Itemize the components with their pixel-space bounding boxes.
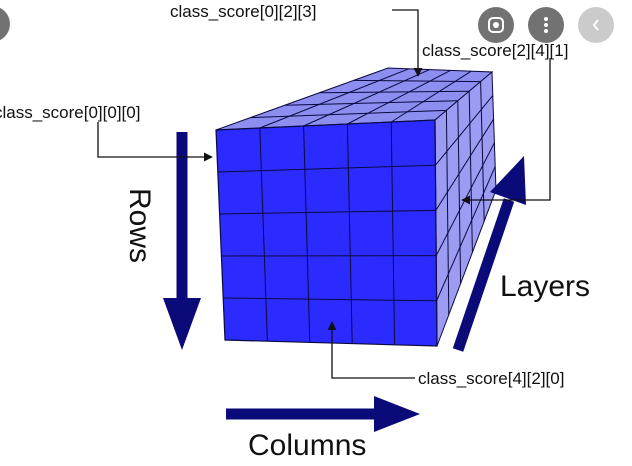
top-grid-line	[259, 68, 409, 129]
front-grid-line	[217, 164, 436, 173]
top-grid-line	[353, 79, 481, 83]
side-grid-line	[480, 81, 485, 222]
front-grid-line	[259, 127, 268, 342]
top-index-label: class_score[0][2][3]	[170, 2, 316, 21]
front-grid-line	[390, 121, 396, 345]
right-index-label: class_score[2][4][1]	[422, 41, 568, 60]
front-grid-line	[223, 297, 437, 302]
columns-label: Columns	[248, 429, 366, 462]
back-chevron-icon[interactable]	[578, 7, 614, 43]
bottom-index-label: class_score[4][2][0]	[418, 369, 564, 388]
columns-arrow	[226, 396, 420, 432]
left-index-label: class_score[0][0][0]	[0, 103, 140, 122]
overlay-controls	[478, 7, 614, 43]
top-grid-line	[319, 90, 470, 94]
top-grid-line	[250, 109, 447, 119]
cube-grid-lines	[217, 68, 496, 345]
front-grid-line	[346, 123, 353, 344]
more-vertical-icon[interactable]	[528, 7, 564, 43]
layers-arrow	[452, 156, 526, 352]
front-grid-line	[219, 209, 436, 215]
side-grid-line	[457, 100, 462, 284]
edge-control-circle[interactable]	[0, 6, 10, 42]
top-grid-line	[284, 100, 458, 106]
side-grid-line	[436, 166, 496, 301]
top-index-leader	[392, 9, 423, 77]
rows-label: Rows	[123, 188, 156, 263]
top-grid-line	[303, 69, 430, 127]
side-grid-line	[435, 95, 494, 166]
side-grid-line	[468, 91, 473, 253]
cube-side-face	[434, 70, 497, 347]
bottom-index-leader	[327, 321, 415, 379]
layers-label: Layers	[500, 270, 590, 303]
lens-icon[interactable]	[478, 7, 514, 43]
cube-front-face	[215, 119, 438, 347]
top-grid-line	[347, 69, 451, 125]
front-grid-line	[303, 125, 311, 343]
side-grid-line	[435, 118, 495, 211]
right-index-leader	[461, 58, 551, 205]
rows-arrow	[163, 132, 201, 350]
side-grid-line	[445, 110, 450, 315]
top-grid-line	[390, 70, 472, 123]
left-index-leader	[97, 122, 213, 162]
